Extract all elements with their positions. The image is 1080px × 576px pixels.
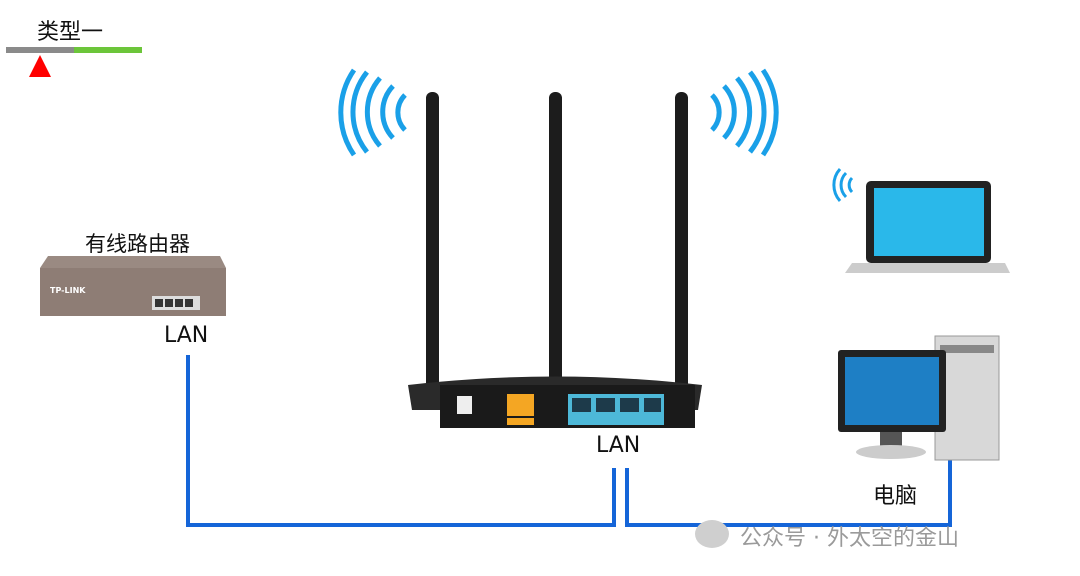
wired-router-image bbox=[40, 256, 226, 316]
watermark: 公众号 · 外太空的金山 bbox=[740, 526, 959, 551]
wired-router-lan-label: LAN bbox=[164, 323, 209, 348]
wechat-icon bbox=[695, 520, 729, 548]
wired-router-label: 有线路由器 bbox=[85, 232, 190, 256]
cable-wired-router bbox=[186, 355, 616, 527]
wifi-left-icon bbox=[338, 68, 407, 157]
desktop-computer-image bbox=[838, 335, 1000, 461]
computer-label: 电脑 bbox=[873, 484, 918, 509]
cable-computer bbox=[625, 460, 952, 527]
laptop-image bbox=[845, 181, 1010, 273]
wifi-right-icon bbox=[710, 68, 779, 157]
red-marker-icon bbox=[29, 55, 51, 77]
diagram-title: 类型一 bbox=[37, 20, 104, 45]
progress-bar-green bbox=[74, 47, 142, 53]
brand-logo: TP-LINK bbox=[50, 286, 86, 295]
wireless-router-image bbox=[408, 92, 702, 428]
wifi-laptop-icon bbox=[832, 168, 854, 202]
wireless-router-lan-label: LAN bbox=[596, 433, 641, 458]
progress-bar-gray bbox=[6, 47, 74, 53]
